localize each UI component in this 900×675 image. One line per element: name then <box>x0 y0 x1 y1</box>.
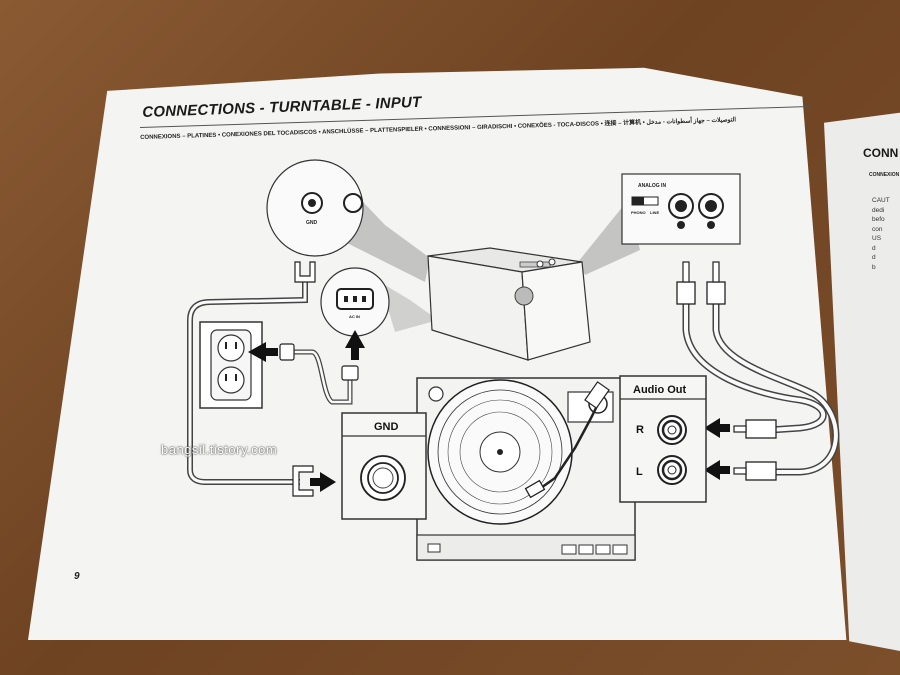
body-line: b <box>872 263 876 271</box>
next-page-body: CAUT dedi befo con US d d b <box>872 196 898 286</box>
gnd-fork-top-icon <box>294 261 316 283</box>
brand-logo-icon <box>514 286 534 306</box>
wall-outlet <box>199 321 263 409</box>
page-number: 9 <box>74 571 80 582</box>
arrow-left-icon <box>704 460 730 480</box>
body-line: CAUT <box>872 197 890 204</box>
body-line: US <box>872 235 882 242</box>
analog-in-panel: ANALOG IN PHONO LINE <box>621 173 741 245</box>
arrow-right-icon <box>310 472 336 492</box>
next-page-title: CONN <box>863 146 899 160</box>
ac-in-label: AC IN <box>349 314 360 319</box>
ac-zoom-cone <box>380 282 438 332</box>
gnd-fork-bottom-icon <box>292 465 314 497</box>
left-channel-label: L <box>636 466 643 478</box>
power-cord <box>292 349 353 405</box>
audio-out-panel: Audio Out R L <box>619 375 707 503</box>
turntable <box>416 377 636 561</box>
tonearm <box>537 403 600 492</box>
rca-cable <box>676 261 840 481</box>
phono-label: PHONO <box>631 210 646 215</box>
line-label: LINE <box>650 210 659 215</box>
arrow-left-icon <box>704 418 730 438</box>
gnd-port-label: GND <box>306 220 318 226</box>
body-line: d <box>872 254 876 261</box>
body-line: befo <box>872 216 885 223</box>
analog-in-label: ANALOG IN <box>638 183 666 189</box>
watermark: bangsil.tistory.com <box>161 442 278 457</box>
gnd-panel-label: GND <box>374 421 399 433</box>
speaker-unit <box>427 247 591 361</box>
power-plug <box>279 343 295 361</box>
next-page-subtitle: CONNEXION <box>869 172 900 178</box>
body-line: con <box>872 225 883 233</box>
gnd-panel: GND <box>341 412 427 520</box>
body-line: d <box>872 244 876 252</box>
audio-out-label: Audio Out <box>633 384 686 396</box>
gnd-zoom-detail: GND <box>266 159 364 257</box>
ac-inlet-detail: AC IN <box>320 267 390 337</box>
right-channel-label: R <box>636 424 644 436</box>
body-line: dedi <box>872 206 885 214</box>
arrow-left-icon <box>248 342 278 362</box>
arrow-up-icon <box>345 330 365 360</box>
